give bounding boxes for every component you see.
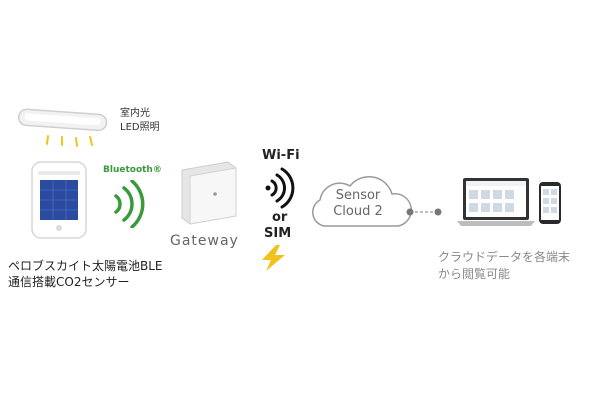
gateway-label: Gateway [170,233,239,249]
sensor-label-line2: 通信搭載CO2センサー [8,275,130,289]
bluetooth-signal-icon [114,180,145,228]
sensor-cloud-line2: Cloud 2 [333,204,383,219]
sensor-cloud-line1: Sensor [335,188,381,203]
bluetooth-label: Bluetooth® [103,165,162,175]
led-light-label: 室内光 LED照明 [120,107,160,135]
wifi-label: Wi-Fi [262,148,300,163]
sensor-label: ペロブスカイト太陽電池BLE 通信搭載CO2センサー [8,258,163,290]
devices-label-line2: から閲覧可能 [438,267,511,281]
devices-icon [457,178,561,226]
sim-label: SIM [264,226,292,241]
gateway-device-icon [181,161,237,225]
wireless-signal-icon [265,167,295,209]
devices-label-line1: クラウドデータを各端末 [438,250,571,264]
or-label: or [272,210,288,225]
sensor-cloud-label: Sensor Cloud 2 [310,188,406,220]
led-light-label-line1: 室内光 [120,108,150,119]
cloud-icon [312,176,413,227]
lightning-icon [262,245,285,271]
co2-sensor-device-icon [31,161,87,239]
connector-line [406,208,442,216]
laptop-icon [457,178,535,226]
led-light-icon [17,108,108,147]
led-light-label-line2: LED照明 [120,122,160,133]
phone-icon [539,182,561,224]
devices-label: クラウドデータを各端末 から閲覧可能 [438,249,570,283]
sensor-label-line1: ペロブスカイト太陽電池BLE [8,259,163,273]
